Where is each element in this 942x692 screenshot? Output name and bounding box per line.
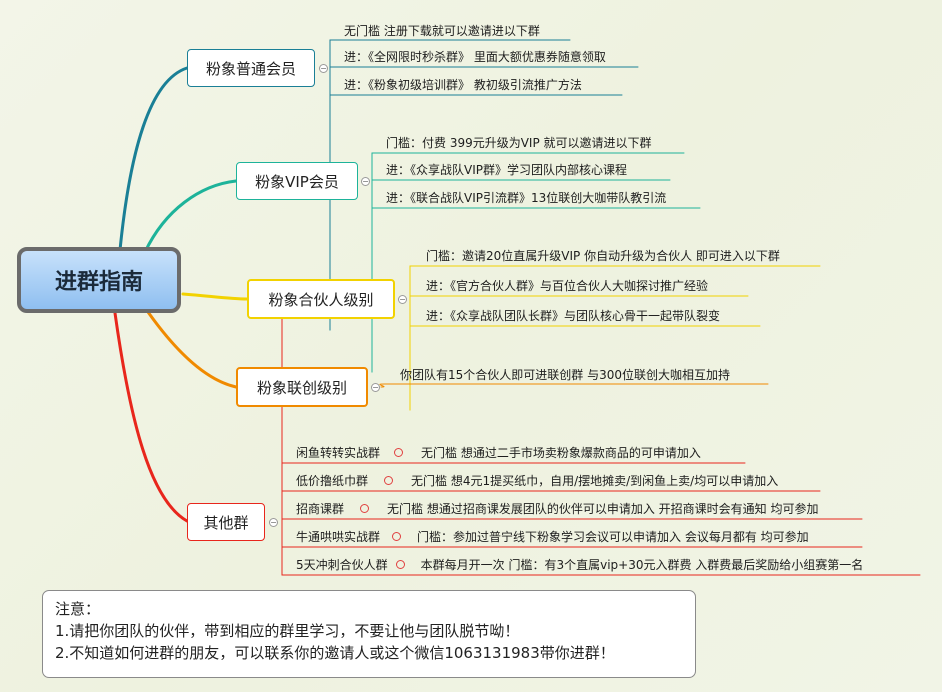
circle-marker-icon bbox=[394, 448, 404, 457]
group-name: 低价撸纸巾群 bbox=[296, 474, 369, 488]
note-box: 注意： 1.请把你团队的伙伴，带到相应的群里学习，不要让他与团队脱节呦！ 2.不… bbox=[42, 590, 696, 678]
branch-label: 粉象合伙人级别 bbox=[268, 290, 374, 309]
branch-vip-member[interactable]: 粉象VIP会员 bbox=[236, 162, 358, 200]
connector-root-vip bbox=[143, 179, 238, 254]
note-line: 1.请把你团队的伙伴，带到相应的群里学习，不要让他与团队脱节呦！ bbox=[55, 622, 520, 640]
leaf-item: 进：《众享战队团队长群》与团队核心骨干一起带队裂变 bbox=[426, 309, 721, 323]
branch-cofounder-level[interactable]: 粉象联创级别 bbox=[236, 367, 368, 407]
group-row: 招商课群 无门槛 想通过招商课发展团队的伙伴可以申请加入 开招商课时会有通知 均可… bbox=[296, 499, 818, 519]
group-desc: 无门槛 想通过招商课发展团队的伙伴可以申请加入 开招商课时会有通知 均可参加 bbox=[387, 502, 819, 516]
leaf-item: 门槛：邀请20位直属升级VIP 你自动升级为合伙人 即可进入以下群 bbox=[426, 249, 780, 263]
circle-marker-icon bbox=[395, 560, 405, 569]
note-line: 2.不知道如何进群的朋友，可以联系你的邀请人或这个微信1063131983带你进… bbox=[55, 644, 615, 662]
connector-root-regular bbox=[118, 66, 189, 252]
branch-label: 粉象VIP会员 bbox=[255, 172, 339, 191]
group-row: 5天冲刺合伙人群 本群每月开一次 门槛：有3个直属vip+30元入群费 入群费最后… bbox=[296, 555, 863, 575]
branch-regular-member[interactable]: 粉象普通会员 bbox=[187, 49, 315, 87]
connector-root-cofounder bbox=[146, 310, 238, 389]
leaf-item: 进：《粉象初级培训群》 教初级引流推广方法 bbox=[344, 78, 582, 92]
group-row: 低价撸纸巾群 无门槛 想4元1提买纸巾，自用/摆地摊卖/到闲鱼上卖/均可以申请加入 bbox=[296, 471, 778, 491]
leaf-item: 进：《众享战队VIP群》学习团队内部核心课程 bbox=[386, 163, 627, 177]
root-title: 进群指南 bbox=[54, 270, 143, 295]
circle-marker-icon bbox=[360, 504, 370, 513]
group-row: 牛通哄哄实战群 门槛：参加过普宁线下粉象学习会议可以申请加入 会议每月都有 均可参… bbox=[296, 527, 809, 547]
collapse-toggle-icon[interactable]: − bbox=[398, 294, 407, 304]
connector-root-other bbox=[113, 311, 189, 523]
root-node[interactable]: 进群指南 bbox=[17, 247, 181, 313]
group-desc: 本群每月开一次 门槛：有3个直属vip+30元入群费 入群费最后奖励给小组赛第一… bbox=[420, 558, 864, 572]
group-name: 牛通哄哄实战群 bbox=[296, 530, 381, 544]
connector-root-partner bbox=[181, 292, 249, 301]
branch-label: 粉象普通会员 bbox=[205, 59, 296, 78]
circle-marker-icon bbox=[392, 532, 402, 541]
leaf-underline bbox=[409, 325, 761, 411]
branch-label: 粉象联创级别 bbox=[256, 378, 347, 397]
branch-partner-level[interactable]: 粉象合伙人级别 bbox=[247, 279, 395, 319]
collapse-toggle-icon[interactable]: − bbox=[319, 63, 328, 73]
group-desc: 无门槛 想通过二手市场卖粉象爆款商品的可申请加入 bbox=[421, 446, 701, 460]
leaf-underline bbox=[329, 94, 623, 331]
connector-leaf bbox=[379, 383, 385, 388]
leaf-item: 你团队有15个合伙人即可进联创群 与300位联创大咖相互加持 bbox=[400, 368, 730, 382]
leaf-item: 进：《联合战队VIP引流群》13位联创大咖带队教引流 bbox=[386, 191, 667, 205]
group-desc: 门槛：参加过普宁线下粉象学习会议可以申请加入 会议每月都有 均可参加 bbox=[417, 530, 809, 544]
group-name: 招商课群 bbox=[296, 502, 345, 516]
collapse-toggle-icon[interactable]: − bbox=[269, 517, 278, 527]
note-title: 注意： bbox=[55, 600, 101, 618]
group-row: 闲鱼转转实战群 无门槛 想通过二手市场卖粉象爆款商品的可申请加入 bbox=[296, 443, 701, 463]
group-desc: 无门槛 想4元1提买纸巾，自用/摆地摊卖/到闲鱼上卖/均可以申请加入 bbox=[411, 474, 779, 488]
leaf-item: 无门槛 注册下载就可以邀请进以下群 bbox=[344, 24, 540, 38]
collapse-toggle-icon[interactable]: − bbox=[361, 176, 370, 186]
collapse-toggle-icon[interactable]: − bbox=[371, 382, 380, 392]
leaf-item: 门槛：付费 399元升级为VIP 就可以邀请进以下群 bbox=[386, 136, 652, 150]
circle-marker-icon bbox=[384, 476, 394, 485]
branch-label: 其他群 bbox=[203, 513, 249, 532]
branch-other-groups[interactable]: 其他群 bbox=[187, 503, 265, 541]
group-name: 闲鱼转转实战群 bbox=[296, 446, 381, 460]
group-name: 5天冲刺合伙人群 bbox=[296, 558, 388, 572]
leaf-item: 进：《官方合伙人群》与百位合伙人大咖探讨推广经验 bbox=[426, 279, 709, 293]
leaf-item: 进：《全网限时秒杀群》 里面大额优惠券随意领取 bbox=[344, 50, 606, 64]
